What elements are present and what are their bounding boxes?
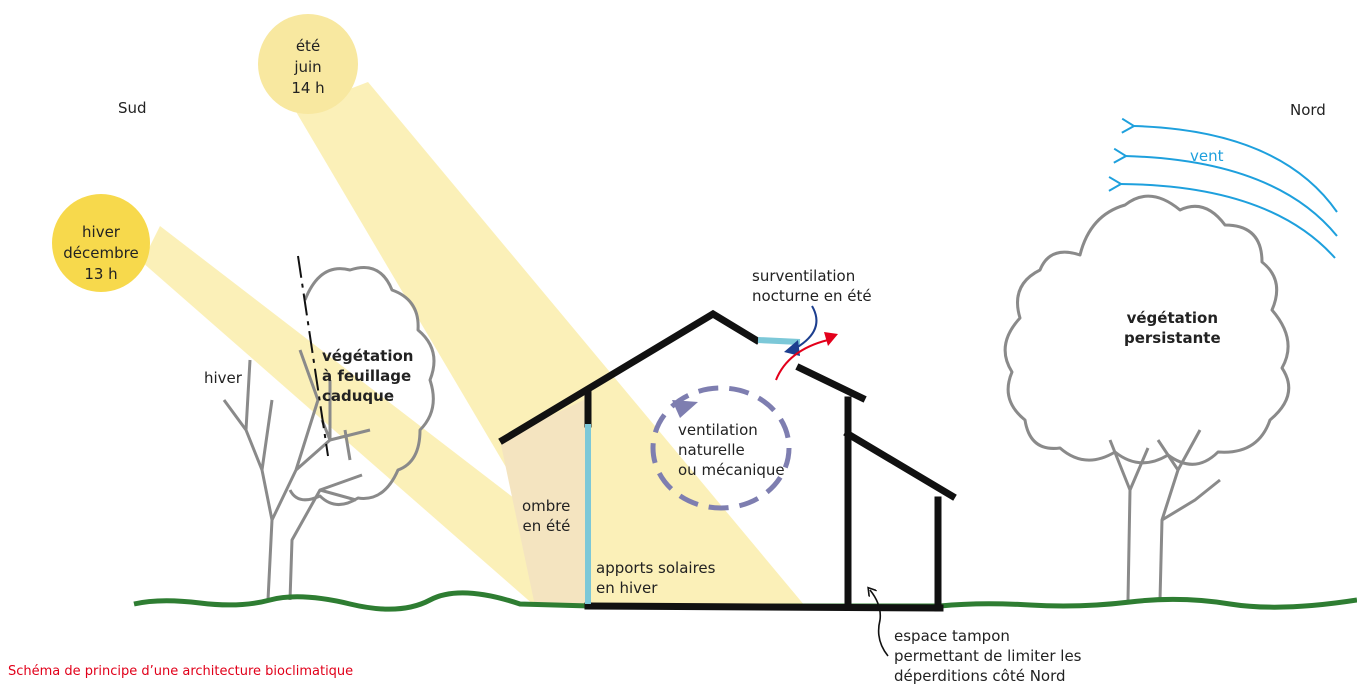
- summer-sun-label: été juin 14 h: [268, 36, 348, 99]
- ventilation-arrowhead: [672, 400, 698, 418]
- ventilation-loop: [650, 385, 792, 511]
- buffer-space-line-2: permettant de limiter les: [894, 647, 1082, 665]
- shade-axis-line: [297, 255, 329, 457]
- summer-sun-line-2: juin: [294, 58, 322, 76]
- winter-sun-line-2: décembre: [63, 244, 139, 262]
- deciduous-line-1: végétation: [322, 347, 414, 365]
- warm-air-arrow: [775, 339, 829, 381]
- winter-sun-beam: [142, 226, 588, 606]
- night-vent-line-1: surventilation: [752, 267, 856, 285]
- figure-caption: Schéma de principe d’une architecture bi…: [8, 664, 354, 679]
- summer-shade-line-1: ombre: [522, 497, 571, 515]
- summer-shade-zone: [500, 398, 588, 606]
- wind-arrows: [1108, 117, 1338, 259]
- north-label: Nord: [1290, 101, 1326, 119]
- buffer-space-line-3: déperditions côté Nord: [894, 667, 1066, 685]
- solar-gain-line-1: apports solaires: [596, 559, 716, 577]
- summer-shade-line-2: en été: [522, 517, 571, 535]
- solar-gain-label: apports solaires en hiver: [596, 558, 715, 598]
- deciduous-label: végétation à feuillage caduque: [322, 346, 413, 406]
- summer-sun-beam: [295, 82, 805, 606]
- cool-air-arrowhead: [784, 340, 800, 356]
- ventilation-line-2: naturelle: [678, 441, 745, 459]
- warm-air-arrowhead: [824, 332, 838, 346]
- deciduous-line-3: caduque: [322, 387, 395, 405]
- evergreen-line-2: persistante: [1124, 329, 1221, 347]
- evergreen-label: végétation persistante: [1124, 308, 1221, 348]
- summer-sun-line-3: 14 h: [291, 79, 325, 97]
- ground-line: [133, 590, 1357, 612]
- ventilation-line-3: ou mécanique: [678, 461, 785, 479]
- summer-shade-label: ombre en été: [522, 496, 570, 536]
- wind-label: vent: [1190, 147, 1224, 165]
- buffer-space-pointer: [870, 590, 889, 657]
- winter-label: hiver: [204, 369, 242, 387]
- buffer-space-line-1: espace tampon: [894, 627, 1010, 645]
- night-vent-label: surventilation nocturne en été: [752, 266, 872, 306]
- evergreen-tree: [1003, 194, 1291, 601]
- cool-air-arrow: [795, 305, 818, 349]
- solar-gain-line-2: en hiver: [596, 579, 658, 597]
- summer-sun: [258, 14, 358, 114]
- ventilation-line-1: ventilation: [678, 421, 758, 439]
- night-vent-line-2: nocturne en été: [752, 287, 872, 305]
- winter-sun-line-1: hiver: [82, 223, 120, 241]
- winter-sun-line-3: 13 h: [84, 265, 118, 283]
- house: [498, 309, 957, 612]
- roof-window: [757, 337, 801, 345]
- winter-sun: [52, 194, 150, 292]
- summer-sun-line-1: été: [295, 37, 321, 55]
- south-label: Sud: [118, 99, 147, 117]
- evergreen-line-1: végétation: [1126, 309, 1219, 327]
- winter-sun-label: hiver décembre 13 h: [52, 222, 150, 285]
- buffer-space-label: espace tampon permettant de limiter les …: [894, 626, 1082, 686]
- deciduous-line-2: à feuillage: [322, 367, 412, 385]
- ventilation-label: ventilation naturelle ou mécanique: [678, 420, 785, 480]
